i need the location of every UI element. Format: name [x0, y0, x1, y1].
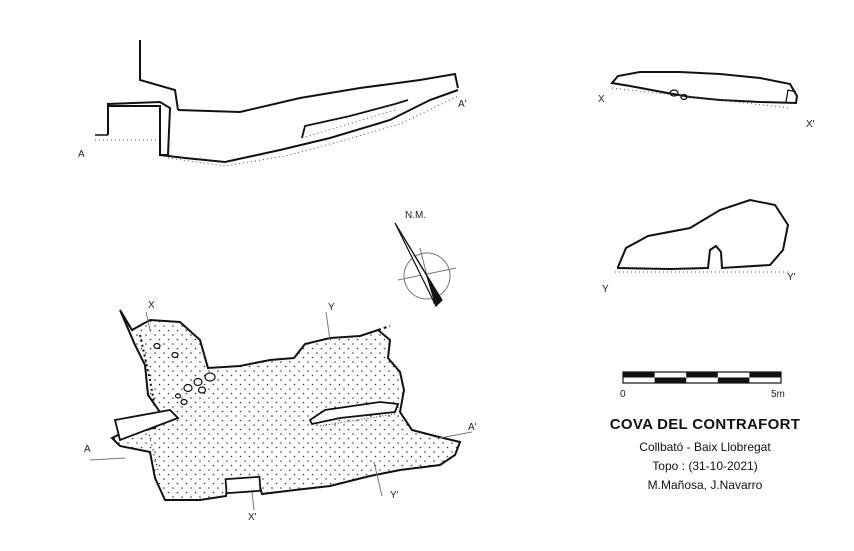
north-label: N.M. — [405, 210, 426, 221]
plan-a-label: A — [84, 444, 91, 455]
plan-y-label: Y — [328, 302, 335, 313]
plan-a-end-label: A' — [468, 422, 477, 433]
plan-x-end-label: X' — [248, 512, 257, 523]
cave-title: COVA DEL CONTRAFORT — [609, 416, 801, 433]
section-y-start-label: Y — [602, 284, 609, 295]
plan-x-label: X — [148, 300, 155, 311]
scale-end-label: 5m — [771, 389, 785, 400]
scale-bar: 0 5m — [620, 371, 785, 400]
profile-start-label: A — [78, 149, 85, 160]
profile-end-label: A' — [458, 99, 467, 110]
longitudinal-profile: A A' — [78, 40, 467, 167]
section-x-start-label: X — [598, 94, 605, 105]
plan-y-end-label: Y' — [390, 490, 399, 501]
scale-start-label: 0 — [620, 389, 626, 400]
section-y-end-label: Y' — [787, 272, 796, 283]
title-block: COVA DEL CONTRAFORT Collbató - Baix Llob… — [590, 416, 820, 495]
section-x-end-label: X' — [806, 119, 815, 130]
survey-date-text: Topo : (31-10-2021) — [652, 459, 758, 473]
location-text: Collbató - Baix Llobregat — [639, 440, 771, 454]
cross-section-y: Y Y' — [602, 198, 796, 295]
north-arrow-icon: N.M. — [394, 210, 457, 308]
cross-section-x: X X' — [598, 71, 815, 130]
plan-view: X X' Y Y' A A' — [84, 300, 477, 523]
authors-text: M.Mañosa, J.Navarro — [647, 478, 763, 492]
